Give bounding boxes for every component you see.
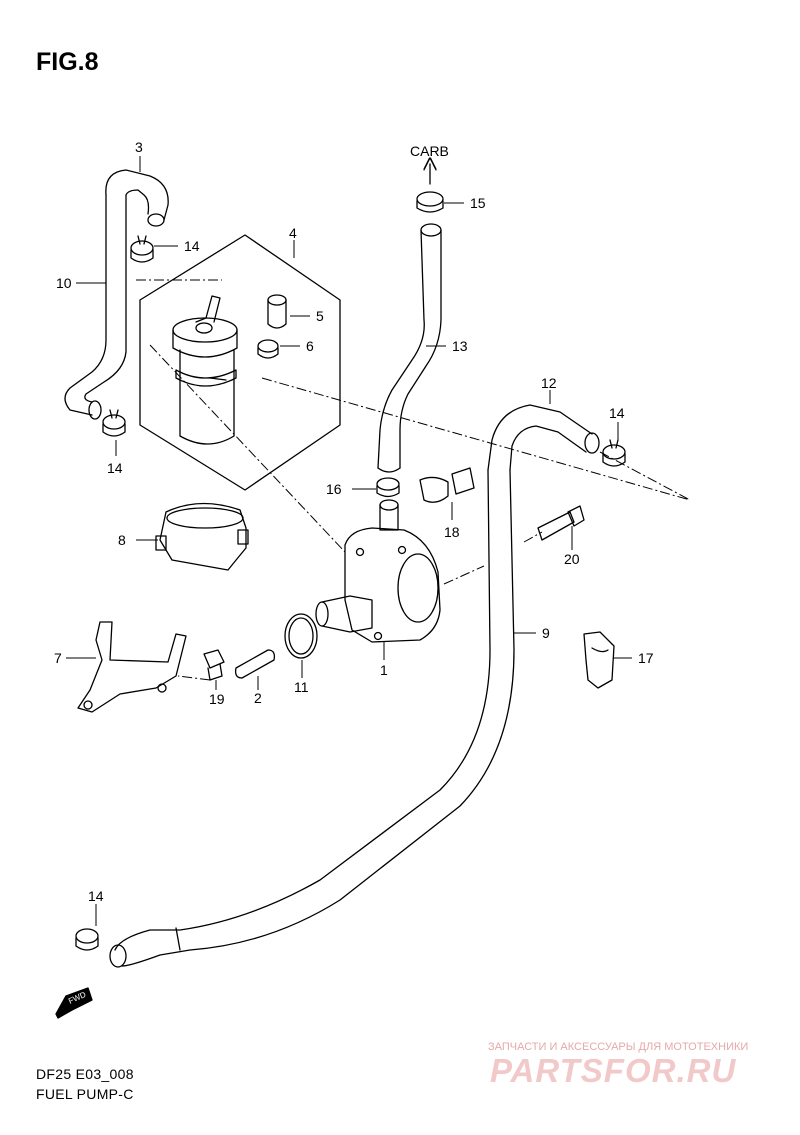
ref-line-g xyxy=(523,531,543,543)
fwd-arrow-icon xyxy=(55,987,93,1019)
callout-3: 3 xyxy=(135,139,143,155)
callout-15: 15 xyxy=(470,195,486,211)
callout-8: 8 xyxy=(118,532,126,548)
callout-5: 5 xyxy=(316,308,324,324)
filter-box xyxy=(139,234,341,491)
callout-6: 6 xyxy=(306,338,314,354)
bracket-8 xyxy=(155,502,249,571)
clamp-14-top xyxy=(130,235,154,263)
ref-line-c xyxy=(261,377,691,501)
callout-14-bottom: 14 xyxy=(88,888,104,904)
callout-13: 13 xyxy=(452,338,468,354)
ref-line-f xyxy=(443,565,485,585)
callout-4: 4 xyxy=(289,225,297,241)
callout-7: 7 xyxy=(54,650,62,666)
ref-line-b xyxy=(149,344,346,553)
clamp-14-bottom xyxy=(75,928,99,951)
ref-line-e xyxy=(177,675,211,681)
bolt-19 xyxy=(203,649,225,681)
carb-label: CARB xyxy=(410,143,449,159)
callout-9: 9 xyxy=(542,625,550,641)
figure-title: FIG.8 xyxy=(36,48,99,76)
clip-18 xyxy=(419,467,475,503)
ref-line-d xyxy=(599,451,691,501)
hose-3 xyxy=(105,169,169,227)
bracket-7 xyxy=(77,621,187,713)
callout-10: 10 xyxy=(56,275,72,291)
callout-18: 18 xyxy=(444,524,460,540)
clamp-14-left xyxy=(102,409,126,437)
callout-19: 19 xyxy=(209,691,225,707)
callout-2: 2 xyxy=(254,690,262,706)
callout-20: 20 xyxy=(564,551,580,567)
callout-14-right: 14 xyxy=(609,405,625,421)
clamp-14-right xyxy=(602,439,626,467)
pin-2 xyxy=(234,649,276,679)
callout-1: 1 xyxy=(380,662,388,678)
o-ring-11 xyxy=(284,613,318,659)
diagram-code: DF25 E03_008 xyxy=(36,1066,134,1082)
callout-14-left: 14 xyxy=(107,460,123,476)
diagram-name: FUEL PUMP-C xyxy=(36,1086,134,1102)
callout-14-top: 14 xyxy=(184,238,200,254)
hose-12 xyxy=(487,404,600,471)
clamp-15 xyxy=(416,191,444,213)
bolt-20 xyxy=(537,505,585,541)
clip-17 xyxy=(583,631,615,689)
watermark-logo: PARTSFOR.RU xyxy=(490,1052,737,1089)
clamp-6 xyxy=(257,339,279,359)
callout-17: 17 xyxy=(638,650,654,666)
watermark-tagline: ЗАПЧАСТИ И АКСЕССУАРЫ ДЛЯ МОТОТЕХНИКИ xyxy=(488,1041,749,1053)
hose-5 xyxy=(267,294,287,329)
fuel-pump xyxy=(315,499,441,643)
hose-13 xyxy=(377,223,442,473)
callout-16: 16 xyxy=(326,481,342,497)
callout-12: 12 xyxy=(541,375,557,391)
clamp-16 xyxy=(376,477,400,498)
fuel-filter xyxy=(172,295,238,445)
hose-9 xyxy=(109,469,515,968)
hose-10 xyxy=(64,194,127,420)
callout-11: 11 xyxy=(294,679,309,695)
